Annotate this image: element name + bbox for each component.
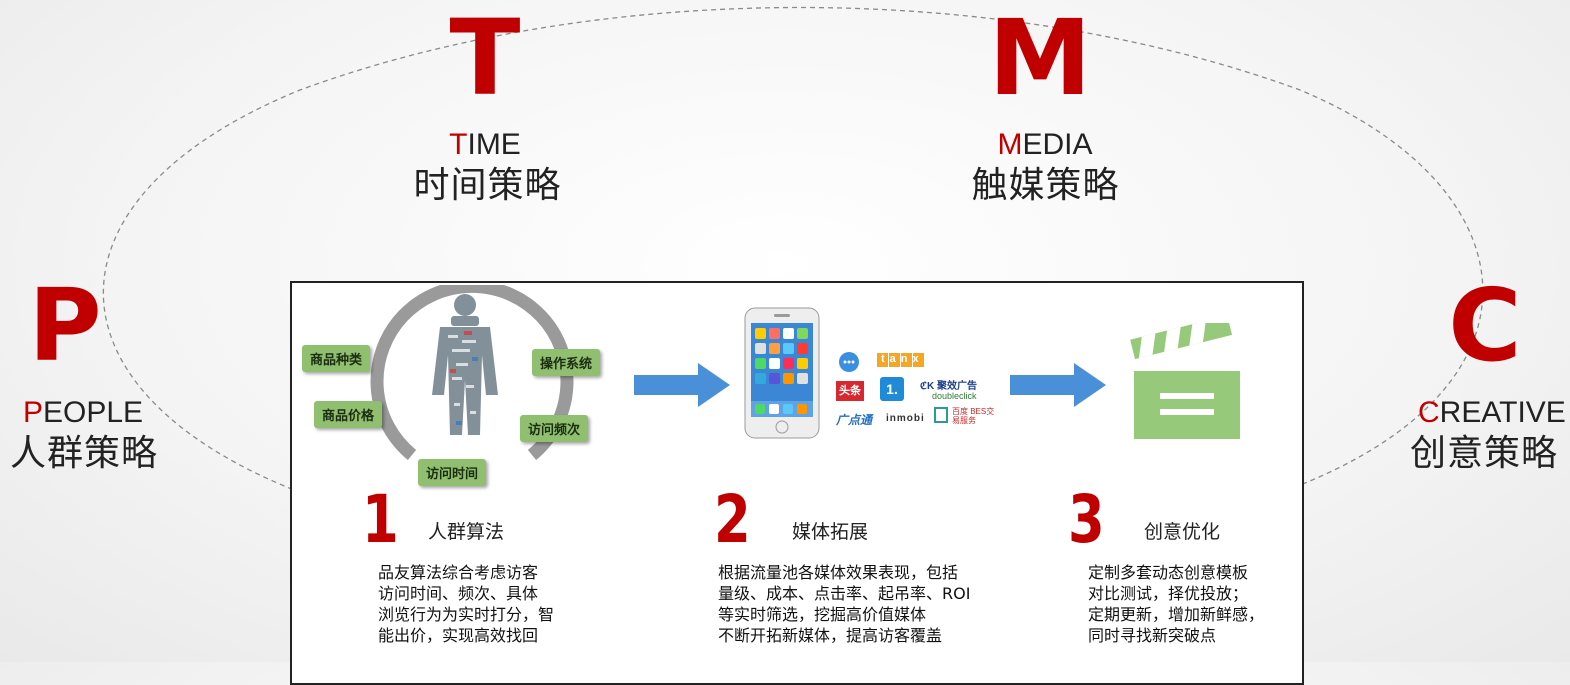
toutiao-logo: 头条 [836,381,864,401]
step-desc-line: 品友算法综合考虑访客 [378,563,539,582]
step-desc-line: 浏览行为为实时打分，智 [378,605,555,624]
tag-operating-system: 操作系统 [532,349,601,376]
time-label-rest: IME [467,128,521,161]
people-label: PEOPLE [18,398,148,428]
step-desc-line: 不断开拓新媒体，提高访客覆盖 [718,626,943,645]
step-desc-2: 根据流量池各媒体效果表现，包括 量级、成本、点击率、起吊率、ROI 等实时筛选，… [718,562,970,646]
arrow-right-icon [1010,363,1106,407]
step-desc-line: 访问时间、频次、具体 [378,584,539,603]
step-desc-line: 根据流量池各媒体效果表现，包括 [718,563,959,582]
inmobi-logo: inmobi [886,413,925,424]
step-desc-line: 能出价，实现高效找回 [378,626,539,645]
smartphone-icon [744,307,820,439]
bes-icon [934,407,948,423]
creative-label-initial: C [1418,396,1440,429]
clapperboard-icon [1130,323,1240,439]
step-desc-3: 定制多套动态创意模板 对比测试，择优投放； 定期更新，增加新鲜感， 同时寻找新突… [1088,562,1264,646]
step-number-3: 3 [1068,481,1105,558]
ck-logo: ℭK 聚效广告 [920,381,978,392]
creative-letter: C [1448,267,1522,384]
creative-label-rest: REATIVE [1439,396,1566,429]
creative-label: CREATIVE [1418,396,1566,429]
step-desc-line: 定制多套动态创意模板 [1088,563,1249,582]
step-title-1: 人群算法 [428,521,505,543]
step-desc-line: 同时寻找新突破点 [1088,626,1217,645]
tag-product-category: 商品种类 [302,345,371,372]
people-label-rest: EOPLE [42,396,144,429]
arrow-right-icon [634,363,730,407]
step-desc-line: 量级、成本、点击率、起吊率、ROI [718,584,971,603]
guangdiantong-logo: 广点通 [836,413,873,427]
people-letter: P [28,267,102,384]
doubleclick-logo: doubleclick [932,391,977,401]
tag-visit-frequency: 访问频次 [520,415,589,442]
chat-bubble-icon [839,352,859,372]
media-label: MEDIA [975,130,1115,160]
step-desc-line: 对比测试，择优投放； [1088,584,1249,603]
media-label-rest: EDIA [1022,128,1093,161]
step-title-3: 创意优化 [1144,521,1221,543]
process-panel: 商品种类 商品价格 访问时间 操作系统 访问频次 [290,281,1304,685]
tag-product-price: 商品价格 [314,401,383,428]
time-letter: T [449,0,521,119]
media-strategy-label: 触媒策略 [971,165,1120,206]
people-label-initial: P [22,396,43,429]
time-label-initial: T [449,128,468,161]
people-strategy-label: 人群策略 [9,433,158,474]
creative-strategy-label: 创意策略 [1409,433,1558,474]
tanx-logo [877,353,924,367]
tag-visit-time: 访问时间 [418,459,487,486]
tanx-logo-text: tanx [881,353,924,365]
step-number-1: 1 [362,481,399,558]
time-strategy-label: 时间策略 [413,165,562,206]
bes-logo: 百度 BES交易服务 [952,407,995,425]
people-figure-graphic [370,285,574,461]
media-label-initial: M [997,128,1023,161]
step-title-2: 媒体拓展 [792,521,869,543]
step-number-2: 2 [714,481,751,558]
time-label: TIME [420,130,550,160]
media-letter: M [988,0,1092,119]
one-logo: 1. [880,377,904,401]
step-desc-line: 定期更新，增加新鲜感， [1088,605,1265,624]
step-desc-line: 等实时筛选，挖掘高价值媒体 [718,605,927,624]
step-desc-1: 品友算法综合考虑访客 访问时间、频次、具体 浏览行为为实时打分，智 能出价，实现… [378,562,554,646]
